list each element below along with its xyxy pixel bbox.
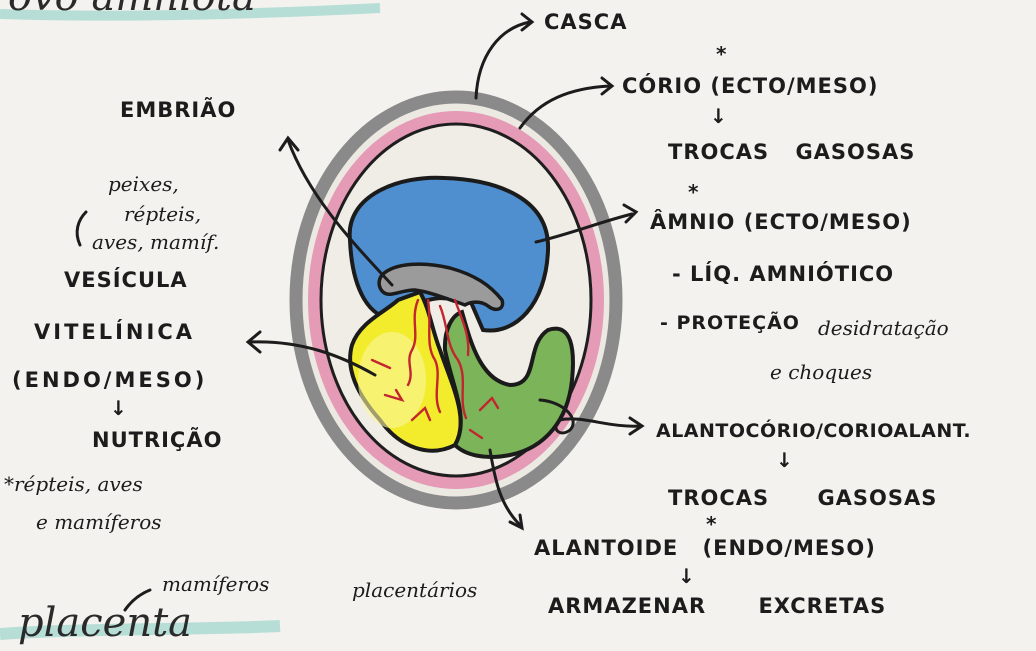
label-trocas-corio: TROCAS GASOSAS (668, 140, 915, 164)
bottom-title: placenta (18, 600, 192, 646)
top-title: ovo amniota (8, 0, 256, 20)
note-reptil-2: e mamíferos (36, 510, 162, 534)
label-liq: - LÍQ. AMNIÓTICO (672, 262, 894, 286)
note-mamiferos: mamíferos (162, 572, 269, 596)
note-groups-2: répteis, (124, 202, 201, 226)
star-amnio: * (688, 180, 698, 204)
label-alantocorio: ALANTOCÓRIO/CORIOALANT. (656, 420, 971, 442)
note-placentarios: placentários (352, 578, 477, 602)
label-nutricao: NUTRIÇÃO (92, 428, 222, 452)
down-arrow-alantoide: ↓ (678, 564, 695, 588)
label-choques: e choques (770, 360, 872, 384)
star-alantoide: * (706, 512, 716, 536)
label-vesicula: VESÍCULA (64, 268, 188, 292)
label-corio: CÓRIO (ECTO/MESO) (622, 74, 878, 98)
star-corio: * (716, 42, 726, 66)
label-embriao: EMBRIÃO (120, 98, 236, 122)
down-arrow-alantocorio: ↓ (776, 448, 793, 472)
note-reptil-1: *répteis, aves (4, 472, 143, 496)
label-alantoide: ALANTOIDE (ENDO/MESO) (534, 536, 876, 560)
label-protecao: - PROTEÇÃO (660, 312, 800, 334)
label-trocas-alanto: TROCAS GASOSAS (668, 486, 937, 510)
label-armazenar: ARMAZENAR EXCRETAS (548, 594, 886, 618)
note-groups-3: aves, mamíf. (92, 230, 219, 254)
down-arrow-vesicula: ↓ (110, 396, 127, 420)
label-vitelinica: VITELÍNICA (34, 320, 195, 344)
down-arrow-corio: ↓ (710, 104, 727, 128)
label-endomeso-left: (ENDO/MESO) (12, 368, 207, 392)
note-groups-1: peixes, (108, 172, 179, 196)
label-desidratacao: desidratação (818, 316, 949, 340)
label-casca: CASCA (544, 10, 627, 34)
label-amnio: ÂMNIO (ECTO/MESO) (650, 210, 912, 234)
yolk-glow (358, 332, 426, 428)
